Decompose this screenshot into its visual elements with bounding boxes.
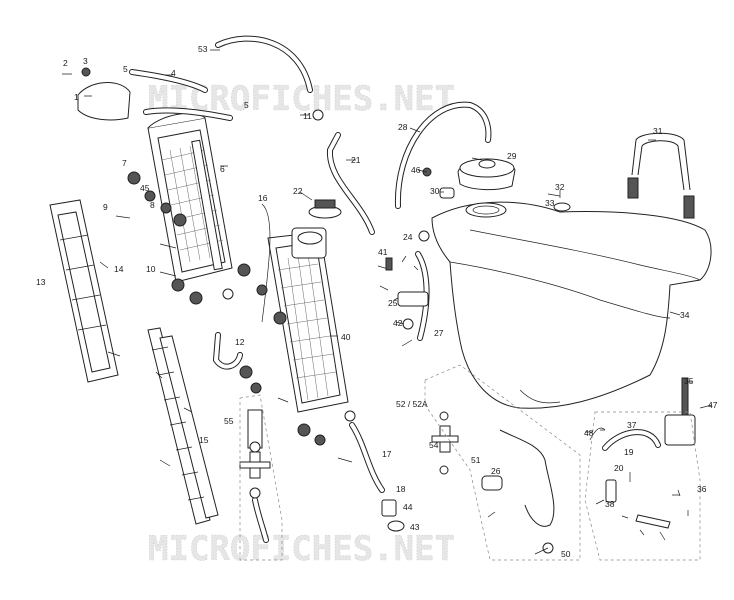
callout-48: 48	[584, 428, 594, 438]
callout-42: 42	[393, 318, 403, 328]
tank-strap	[627, 132, 695, 219]
callout-38: 38	[605, 499, 615, 509]
callout-22: 22	[293, 186, 303, 196]
callout-9: 9	[103, 202, 108, 212]
callout-53: 53	[198, 44, 208, 54]
callout-28: 28	[398, 122, 408, 132]
callout-40: 40	[341, 332, 351, 342]
callout-31: 31	[653, 126, 663, 136]
callout-26: 26	[491, 466, 501, 476]
side-panel-13	[49, 199, 119, 383]
right-radiator	[267, 227, 349, 413]
callout-55: 55	[224, 416, 234, 426]
callout-47: 47	[708, 400, 718, 410]
callout-30: 30	[430, 186, 440, 196]
callout-16: 16	[258, 193, 268, 203]
callout-34: 34	[680, 310, 690, 320]
callout-2: 2	[63, 58, 68, 68]
callout-18: 18	[396, 484, 406, 494]
callout-45: 45	[140, 183, 150, 193]
callout-17: 17	[382, 449, 392, 459]
watermark-bottom: MICROFICHES.NET	[148, 529, 455, 569]
callout-20: 20	[614, 463, 624, 473]
callout-25: 25	[388, 298, 398, 308]
callout-51: 51	[471, 455, 481, 465]
callout-46: 46	[411, 165, 421, 175]
small-parts	[62, 67, 696, 554]
callout-7: 7	[122, 158, 127, 168]
callout-27: 27	[434, 328, 444, 338]
callout-3: 3	[83, 56, 88, 66]
callout-1: 1	[74, 92, 79, 102]
grille-15	[147, 327, 219, 525]
callout-11: 11	[303, 111, 312, 121]
callout-5b: 5	[244, 100, 249, 110]
callout-35: 35	[684, 376, 694, 386]
callout-5a: 5	[123, 64, 128, 74]
callout-36: 36	[697, 484, 707, 494]
left-radiator	[147, 112, 233, 283]
callout-15: 15	[199, 435, 209, 445]
callout-41: 41	[378, 247, 388, 257]
callout-10: 10	[146, 264, 156, 274]
callout-19: 19	[624, 447, 634, 457]
callout-8: 8	[150, 200, 155, 210]
callout-6: 6	[220, 164, 225, 174]
callout-24: 24	[403, 232, 413, 242]
hoses	[129, 35, 661, 543]
callout-21: 21	[351, 155, 361, 165]
callout-4: 4	[171, 68, 176, 78]
callout-29: 29	[507, 151, 517, 161]
callout-44: 44	[403, 502, 413, 512]
callout-33: 33	[545, 198, 555, 208]
callout-43: 43	[410, 522, 420, 532]
callout-12: 12	[235, 337, 245, 347]
group-outlines	[239, 364, 701, 561]
callout-14: 14	[114, 264, 124, 274]
fuel-tank	[431, 201, 712, 409]
callout-37: 37	[627, 420, 637, 430]
group-label-52: 52 / 52A	[396, 399, 428, 409]
fuel-cap	[457, 158, 516, 191]
callout-50: 50	[561, 549, 571, 559]
callout-labels: 1 2 3 4 5 5 6 7 8 9 10 11 12 13 14 15 16…	[36, 44, 718, 559]
callout-13: 13	[36, 277, 46, 287]
callout-32: 32	[555, 182, 565, 192]
callout-54: 54	[429, 440, 439, 450]
leader-lines	[84, 49, 713, 555]
